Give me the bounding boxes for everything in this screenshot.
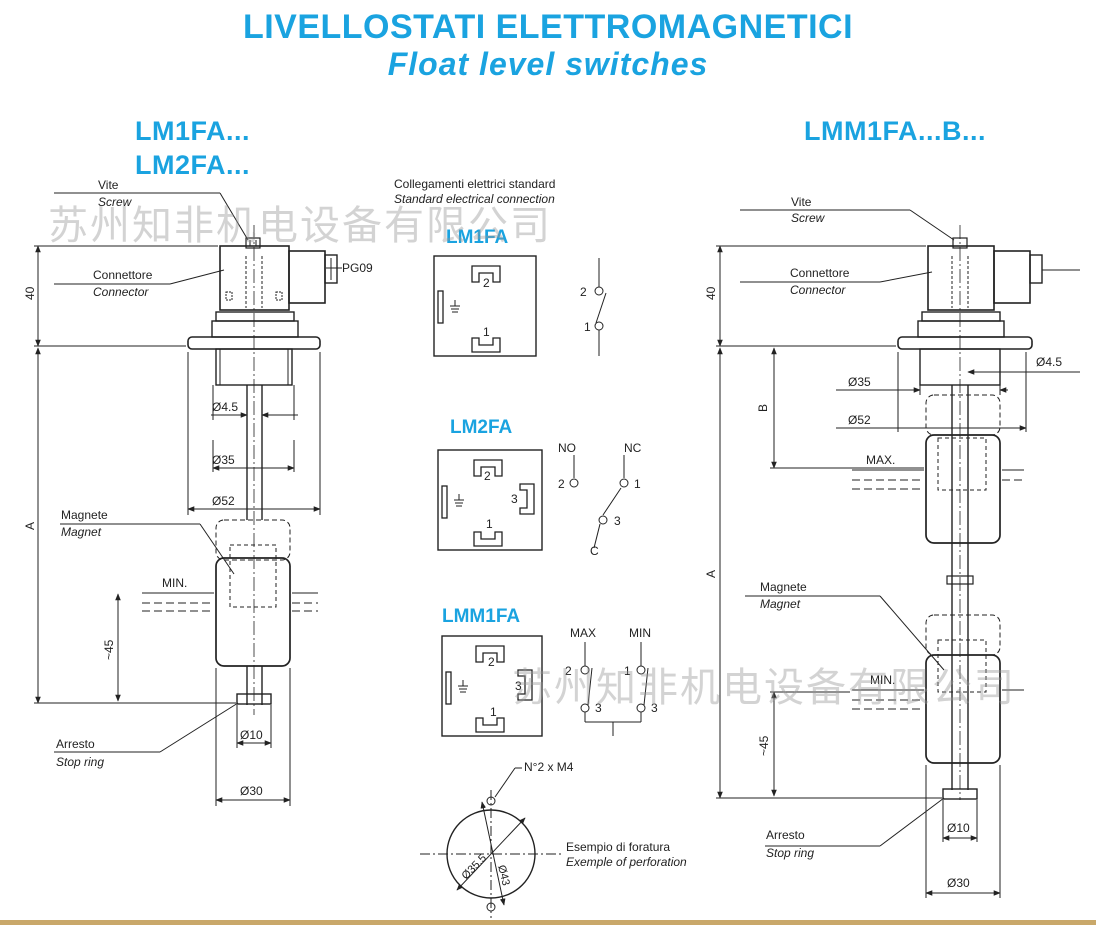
lmm1fa-max: MAX <box>570 626 596 640</box>
lm1fa-connector-face <box>433 255 537 357</box>
label-standard-connection: Standard electrical connection <box>394 192 555 206</box>
label-holes: N°2 x M4 <box>524 760 574 774</box>
label-arresto-left: Arresto <box>56 737 95 751</box>
dim-a-right: A <box>704 570 718 578</box>
dim-d52-right: Ø52 <box>848 413 871 427</box>
lm1fa-title: LM1FA <box>446 227 509 248</box>
dim-d35-right: Ø35 <box>848 375 871 389</box>
dim-d30-right: Ø30 <box>947 876 970 890</box>
label-screw: Screw <box>98 195 133 209</box>
label-max-right: MAX. <box>866 453 895 467</box>
left-model-title-2: LM2FA... <box>135 150 251 180</box>
label-magnete-right: Magnete <box>760 580 807 594</box>
dim-d35-left: Ø35 <box>212 453 235 467</box>
bottom-rule <box>0 920 1096 925</box>
stop-ring <box>236 693 272 705</box>
lm1fa-pin-1: 1 <box>483 325 490 339</box>
float <box>215 557 291 667</box>
dim-45-left: ~45 <box>102 639 116 660</box>
stop-ring <box>942 788 978 800</box>
left-model-title-1: LM1FA... <box>135 116 251 146</box>
lm2fa-sw-2: 2 <box>558 477 565 491</box>
label-stop-ring-right: Stop ring <box>766 846 814 860</box>
lmm1fa-sw-3b: 3 <box>651 701 658 715</box>
label-magnete-left: Magnete <box>61 508 108 522</box>
lmm1fa-pin-3: 3 <box>515 679 522 693</box>
dim-d45-right: Ø4.5 <box>1036 355 1062 369</box>
dim-d52-left: Ø52 <box>212 494 235 508</box>
lmm1fa-pin-1: 1 <box>490 705 497 719</box>
lmm1fa-sw-1: 1 <box>624 664 631 678</box>
page-title: LIVELLOSTATI ELETTROMAGNETICI <box>242 8 854 46</box>
dim-a-left: A <box>23 522 37 530</box>
label-pg09: PG09 <box>342 261 373 275</box>
label-connector-right: Connector <box>790 283 846 297</box>
dim-b-right: B <box>756 404 770 412</box>
lm2fa-connector-face <box>437 449 543 551</box>
dim-d10-right: Ø10 <box>947 821 970 835</box>
perforation-example <box>420 767 562 918</box>
lmm1fa-sw-2: 2 <box>565 664 572 678</box>
lmm1fa-switch-symbol <box>580 642 649 736</box>
lmm1fa-title: LMM1FA <box>442 606 520 627</box>
lm2fa-pin-1: 1 <box>486 517 493 531</box>
label-vite-right: Vite <box>791 195 812 209</box>
label-connettore: Connettore <box>93 268 153 282</box>
lmm1fa-pin-2: 2 <box>488 655 495 669</box>
dim-40-left: 40 <box>23 286 37 300</box>
label-magnet-right: Magnet <box>760 597 801 611</box>
float-min <box>925 654 1001 764</box>
flange <box>897 336 1033 350</box>
screw-head <box>245 237 261 249</box>
dim-d43: Ø43 <box>495 864 512 887</box>
label-magnet-left: Magnet <box>61 525 102 539</box>
page-subtitle: Float level switches <box>387 46 709 82</box>
lm2fa-no: NO <box>558 441 576 455</box>
lm1fa-switch-symbol <box>594 258 607 356</box>
lm1fa-sw-1: 1 <box>584 320 591 334</box>
label-stop-ring-left: Stop ring <box>56 755 104 769</box>
dim-d45-left: Ø4.5 <box>212 400 238 414</box>
watermark-bottom: 苏州知非机电设备有限公司 <box>512 665 1016 711</box>
dim-45-right: ~45 <box>757 735 771 756</box>
label-esempio: Esempio di foratura <box>566 840 670 854</box>
label-vite: Vite <box>98 178 119 192</box>
dim-d10-left: Ø10 <box>240 728 263 742</box>
label-min-left: MIN. <box>162 576 187 590</box>
label-collegamenti: Collegamenti elettrici standard <box>394 177 555 191</box>
float-max <box>925 434 1001 544</box>
lmm1fa-min: MIN <box>629 626 651 640</box>
label-connettore-right: Connettore <box>790 266 850 280</box>
watermark-top: 苏州知非机电设备有限公司 <box>48 203 552 249</box>
label-min-right: MIN. <box>870 673 895 687</box>
dim-40-right: 40 <box>704 286 718 300</box>
left-sensor-drawing <box>34 192 342 806</box>
lm2fa-pin-3: 3 <box>511 492 518 506</box>
label-connector: Connector <box>93 285 149 299</box>
lmm1fa-sw-3a: 3 <box>595 701 602 715</box>
lm1fa-pin-2: 2 <box>483 276 490 290</box>
lm2fa-sw-3: 3 <box>614 514 621 528</box>
label-example: Exemple of perforation <box>566 855 687 869</box>
connector-body <box>927 245 995 311</box>
lm1fa-sw-2: 2 <box>580 285 587 299</box>
lm2fa-nc: NC <box>624 441 642 455</box>
dim-d355: Ø35.5 <box>460 852 489 882</box>
lmm1fa-connector-face <box>441 635 543 737</box>
screw-head <box>952 237 968 249</box>
lm2fa-pin-2: 2 <box>484 469 491 483</box>
right-model-title: LMM1FA...B... <box>804 116 986 146</box>
label-arresto-right: Arresto <box>766 828 805 842</box>
dim-d30-left: Ø30 <box>240 784 263 798</box>
connector-gland <box>288 250 326 304</box>
right-sensor-drawing <box>716 209 1080 898</box>
lm2fa-c: C <box>590 544 599 558</box>
lm2fa-switch-symbol <box>569 455 629 549</box>
lm2fa-title: LM2FA <box>450 417 513 438</box>
label-screw-right: Screw <box>791 211 826 225</box>
lm2fa-sw-1: 1 <box>634 477 641 491</box>
